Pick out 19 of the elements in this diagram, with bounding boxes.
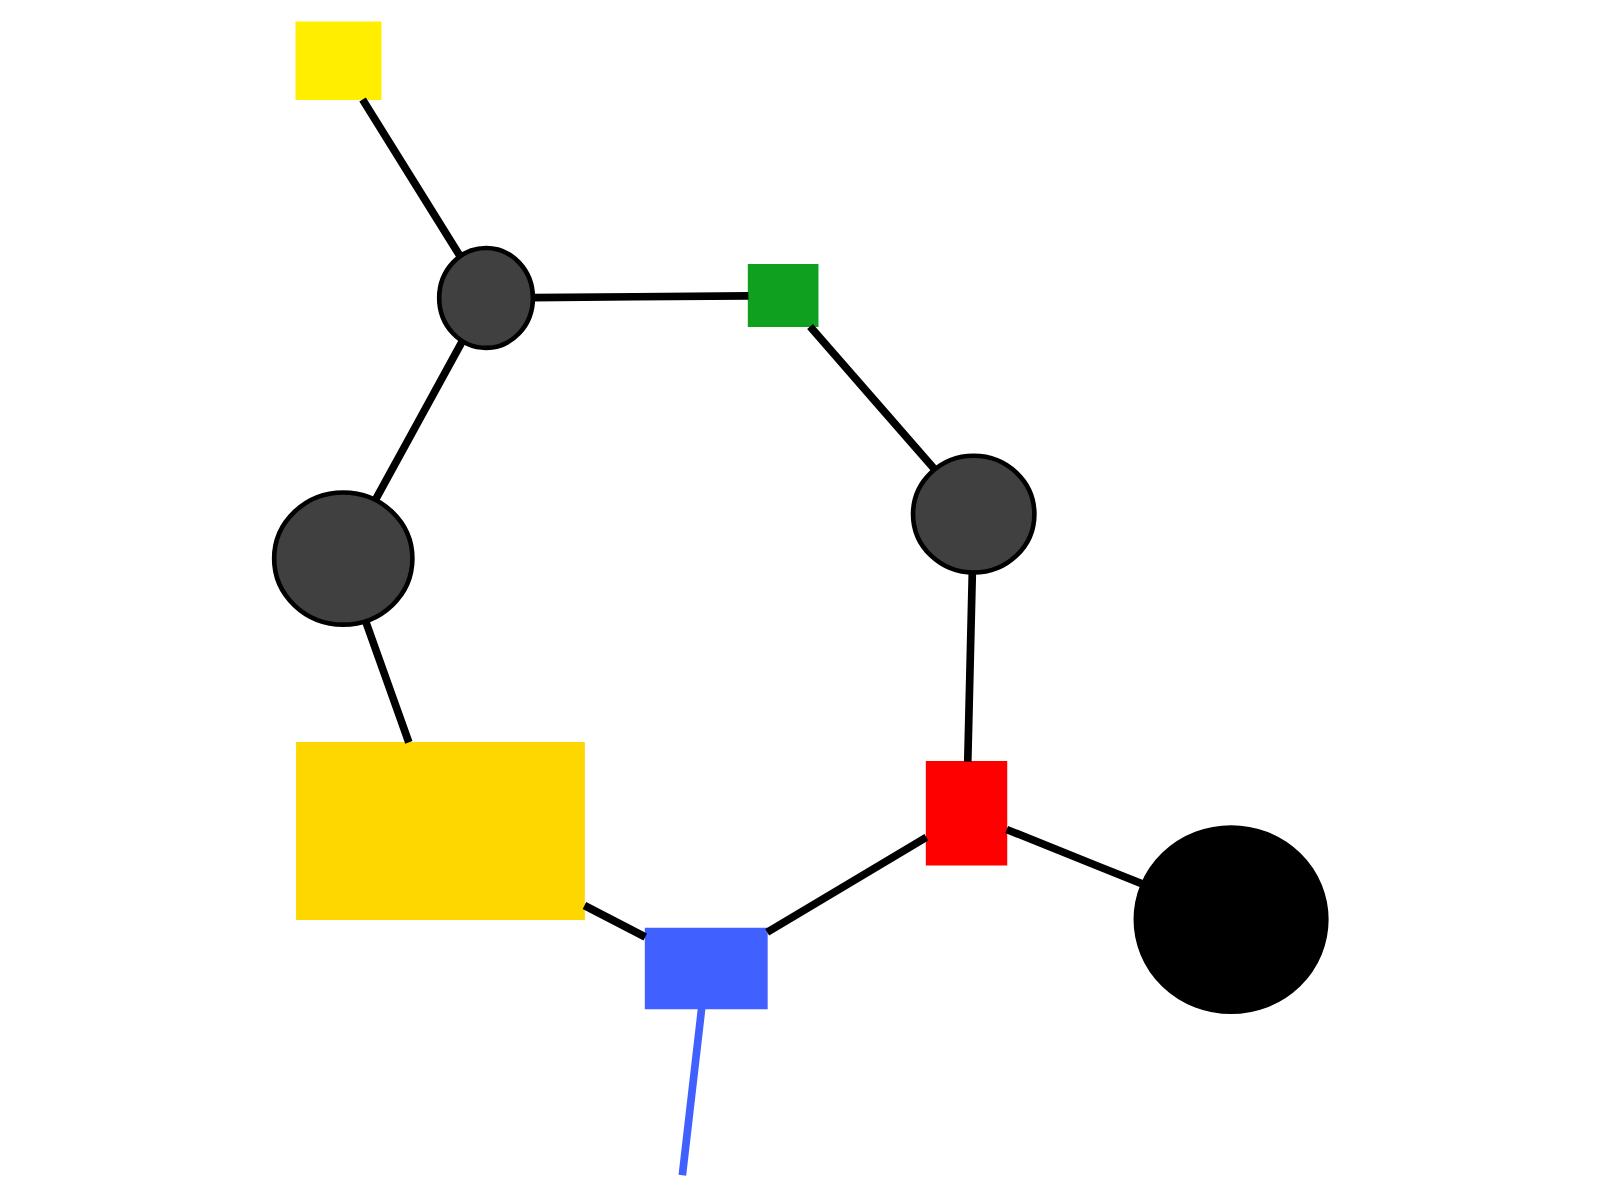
node-circle bbox=[435, 245, 535, 351]
connector bbox=[581, 902, 646, 941]
connector bbox=[532, 292, 748, 302]
connector bbox=[962, 572, 976, 762]
connector bbox=[371, 339, 465, 502]
node-box bbox=[924, 761, 1007, 866]
node-box bbox=[746, 264, 818, 328]
connector bbox=[358, 97, 463, 259]
connector bbox=[764, 833, 928, 936]
node-box bbox=[294, 21, 381, 100]
node-circle bbox=[1132, 825, 1328, 1015]
connector bbox=[1004, 825, 1143, 888]
node-circle bbox=[270, 490, 414, 627]
node-box bbox=[643, 927, 767, 1010]
connector bbox=[677, 1008, 705, 1176]
node-box bbox=[295, 741, 584, 921]
node-circle bbox=[909, 453, 1036, 575]
connector bbox=[806, 323, 937, 472]
connector bbox=[361, 620, 412, 744]
